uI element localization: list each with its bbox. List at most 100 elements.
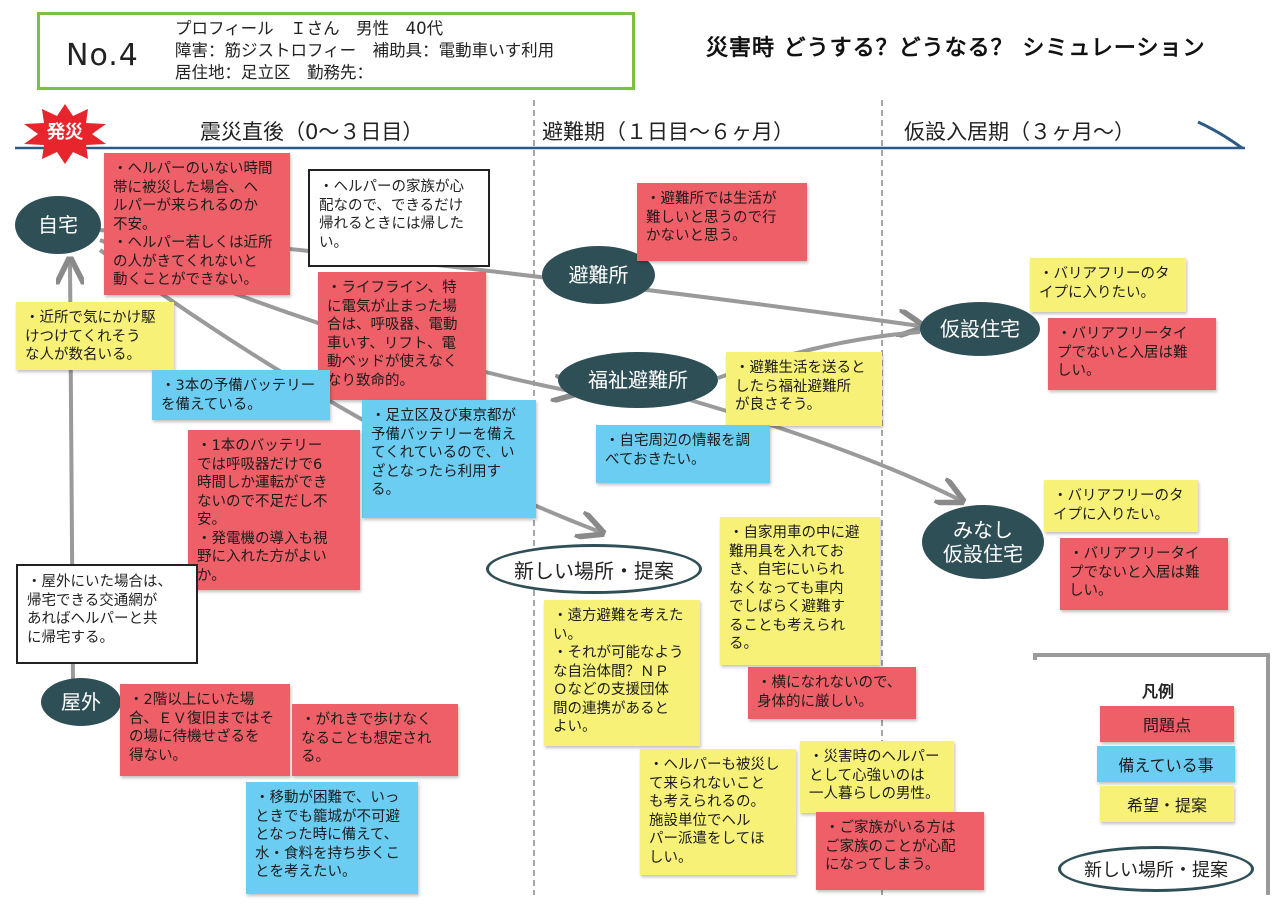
place-welfare-shelter: 福祉避難所 [558,352,718,408]
profile-line: 障害：筋ジストロフィー 補助具：電動車いす利用 [175,41,555,60]
legend-frame [1033,653,1270,895]
note-hope: ・避難生活を送ると したら福祉避難所 が良さそう。 [726,352,882,426]
profile-line: プロフィール Ｉさん 男性 40代 [175,19,444,38]
phase-temporary: 仮設入居期（３ヶ月～） [904,120,1135,144]
note-line: べておきたい。 [605,451,706,468]
note-line: あればヘルパーと共 [27,611,158,627]
case-number: No.4 [66,38,139,73]
note-problem: ・ライフライン、特 に電気が止まった場 合は、呼吸器、電動 車いす、リフト、電 … [318,272,486,400]
note-hope: ・近所で気にかけ駆 けつけてくれそう な人が数名いる。 [16,302,174,370]
note-line: ・バリアフリーのタ [1053,488,1184,504]
legend-problem: 問題点 [1100,706,1234,742]
note-line: を備えている。 [161,396,262,413]
place-shelter: 避難所 [542,246,655,304]
note-line: ・バリアフリーのタ [1039,266,1170,282]
page-title: 災害時 どうする？どうなる？ シミュレーション [706,36,1206,61]
note-line: 時間しか運転ができ [197,475,328,491]
note-problem: ・バリアフリータイ プでないと入居は難 しい。 [1060,538,1228,610]
note-line: では呼吸器だけで6 [197,456,323,473]
note-line: 一人暮らしの男性。 [809,786,940,802]
note-line: 動ベッドが使えなく [327,354,458,370]
note-line: 難しいと思うので行 [646,209,777,226]
note-line: ・避難所では生活が [646,191,777,207]
note-line: ・屋外にいた場合は、 [27,574,172,590]
note-line: 合、ＥＶ復旧まではそ [129,710,274,727]
note-line: 予備バッテリーを備え [371,426,516,443]
note-line: が良さそう。 [735,397,822,413]
note-line: けつけてくれそう [25,328,141,345]
note-line: ることも考えられ [729,617,845,634]
note-problem: ・2階以上にいた場 合、ＥＶ復旧まではそ の場に待機せざるを 得ない。 [120,684,290,776]
note-problem: ・1本のバッテリー では呼吸器だけで6 時間しか運転ができ ないので不足だし不 … [188,430,360,590]
legend-hope: 希望・提案 [1100,786,1234,822]
note-line: ・それが可能なよう [553,645,684,661]
disaster-start-badge-icon [24,104,106,164]
note-line: ・バリアフリータイ [1069,546,1200,562]
note-line: パー派遣をしてほ [649,831,765,847]
note-line: ・自宅周辺の情報を調 [605,433,750,449]
note-hope: ・バリアフリーのタ イプに入りたい。 [1044,480,1198,532]
note-line: ・自家用車の中に避 [729,525,860,541]
note-line: 身体的に厳しい。 [757,693,873,710]
phase-evacuation: 避難期（１日目～６ヶ月） [542,120,794,144]
note-line: る。 [729,636,758,652]
note-line: き、自宅にいられ [729,562,844,578]
note-line: 得ない。 [129,747,187,764]
note-line: ・ヘルパーも被災し [649,757,780,773]
note-line: い。 [553,626,582,643]
note-line: 野に入れた方がよい [197,549,327,565]
note-hope: ・災害時のヘルパー として心強いのは 一人暮らしの男性。 [800,741,954,813]
place-home: 自宅 [15,196,101,254]
note-prepared: ・移動が困難で、いっ ときでも籠城が不可避 となった時に備えて、 水・食料を持ち… [246,782,418,894]
note-problem: ・ご家族がいる方は ご家族のことが心配 になってしまう。 [816,812,984,890]
place-deemed-line: みなし [953,518,1013,542]
place-temporary-housing: 仮設住宅 [920,302,1040,356]
note-line: ・足立区及び東京都が [371,408,516,424]
note-line: な自治体間？ＮＰ [553,663,669,680]
note-prepared: ・自宅周辺の情報を調 べておきたい。 [596,425,770,483]
note-line: る。 [301,749,330,765]
note-line: 動くことができない。 [113,272,258,288]
note-line: に帰宅する。 [27,629,114,646]
note-line: 帰宅できる交通網が [27,592,158,609]
note-problem: ・がれきで歩けなく なることも想定され る。 [292,704,458,776]
note-line: となった時に備えて、 [255,827,399,843]
note-line: になってしまう。 [825,857,940,873]
note-line: ・ご家族がいる方は [825,820,956,836]
note-line: 合は、呼吸器、電動 [327,317,458,333]
note-line: 帰れるときには帰した [319,216,464,232]
note-line: しい。 [1069,583,1113,599]
note-problem: ・ヘルパーのいない時間 帯に被災した場合、ヘ ルパーが来られるのか 不安。 ・ヘ… [104,153,290,295]
note-line: とを考えたい。 [255,864,357,880]
note-line: ないので不足だし不 [197,493,328,510]
note-line: ・ヘルパーの家族が心 [319,179,464,195]
profile-line: 居住地：足立区 勤務先： [175,63,373,82]
note-line: なることも想定され [301,730,432,747]
note-line: でしばらく避難す [729,599,845,615]
note-line: なり致命的。 [327,372,414,389]
note-line: 配なので、できるだけ [319,197,464,214]
note-line: よい。 [553,719,597,735]
legend-title: 凡例 [1142,682,1175,701]
note-line: イプに入りたい。 [1053,506,1169,523]
note-line: ・移動が困難で、いっ [255,790,400,806]
note-hope: ・遠方避難を考えた い。 ・それが可能なよう な自治体間？ＮＰ Ｏなどの支援団体… [544,600,700,746]
note-line: ・1本のバッテリー [197,438,323,454]
note-line: なくなっても車内 [729,580,844,597]
note-line: ・3本の予備バッテリー [161,378,316,394]
note-line: ・災害時のヘルパー [809,749,940,765]
note-line: 帯に被災した場合、ヘ [113,179,258,196]
phase-immediate: 震災直後（0～３日目） [200,120,424,144]
note-line: に電気が止まった場 [327,298,457,315]
disaster-start-label: 発災 [47,122,83,143]
note-problem: ・バリアフリータイ プでないと入居は難 しい。 [1048,318,1216,390]
note-line: しい。 [1057,363,1101,379]
note-line: ルパーが来られるのか [113,198,258,214]
note-line: ・バリアフリータイ [1057,326,1188,342]
note-line: の人がきてくれないと [113,253,258,270]
note-line: の場に待機せざるを [129,729,260,745]
note-line: る。 [371,482,400,498]
note-line: 車いす、リフト、電 [327,335,457,352]
note-line: か。 [197,567,226,584]
note-hope: ・バリアフリーのタ イプに入りたい。 [1030,258,1186,312]
